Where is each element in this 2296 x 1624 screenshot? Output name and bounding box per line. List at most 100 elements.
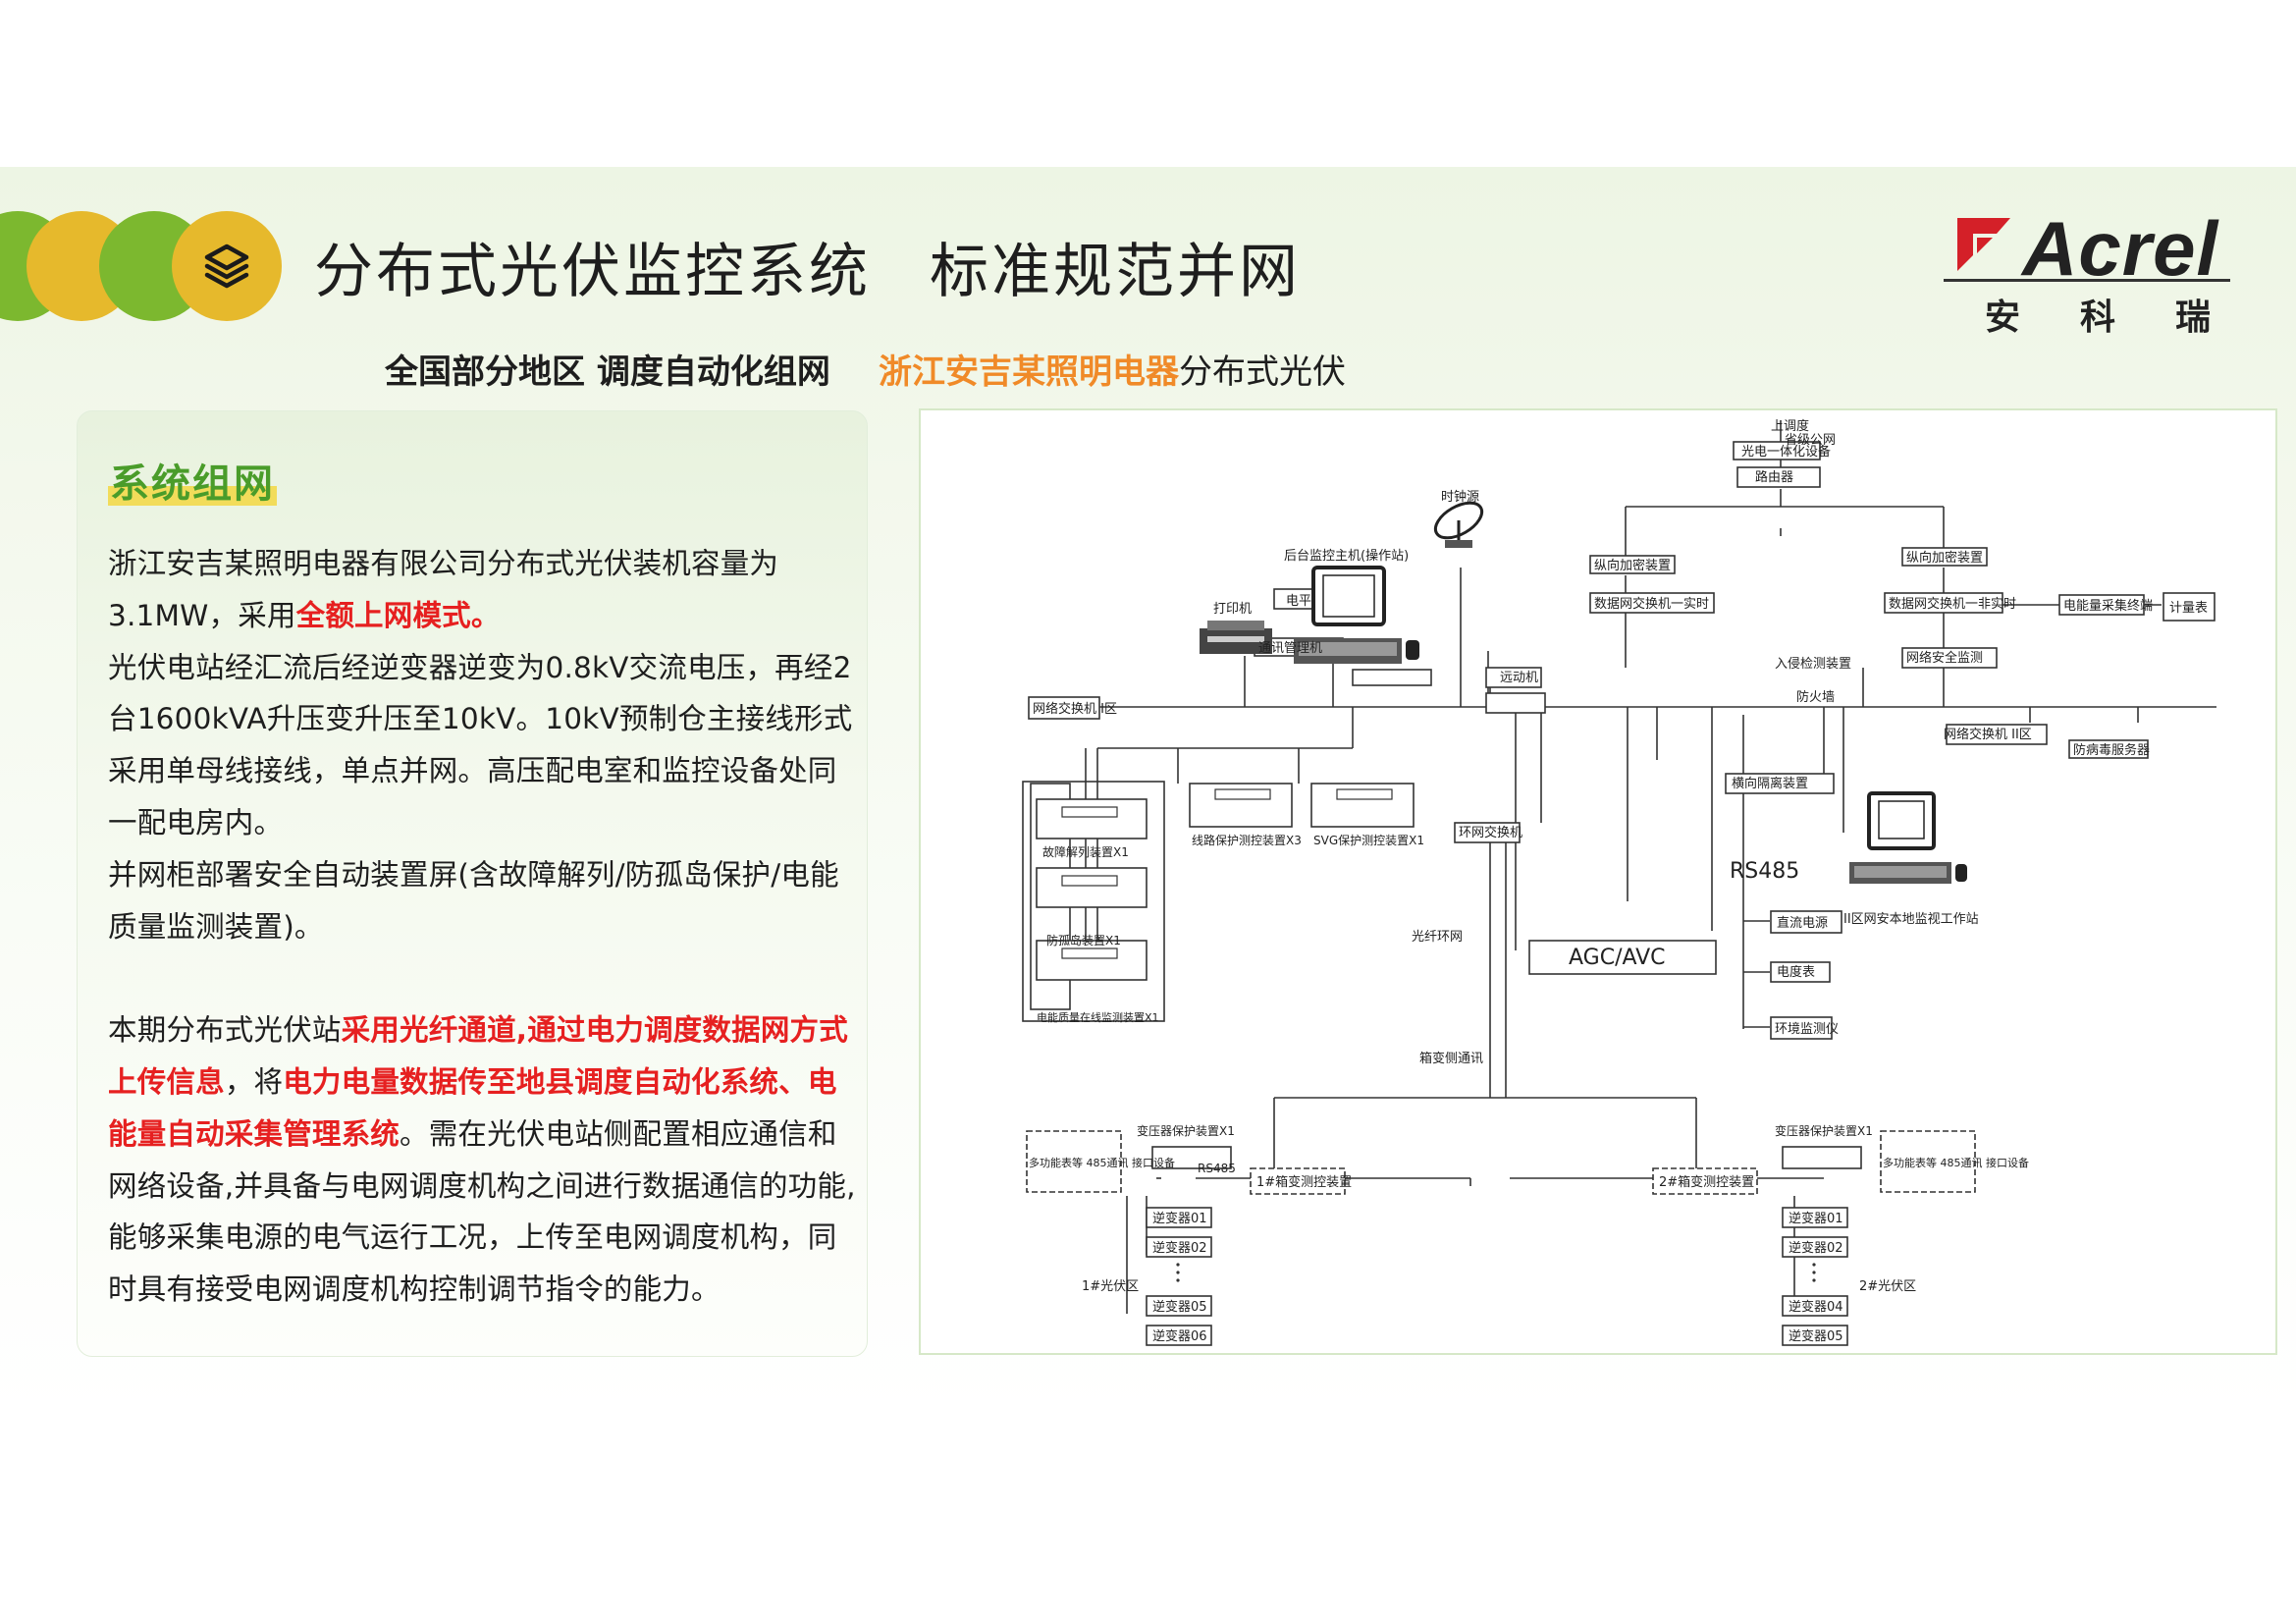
diag-label: 1#光伏区 xyxy=(1082,1279,1139,1294)
body-text-run: 网络设备,并具备与电网调度机构之间进行数据通信的功能, xyxy=(108,1168,856,1203)
body-text-run: 光伏电站经汇流后经逆变器逆变为0.8kV交流电压，再经2 xyxy=(108,650,852,684)
diag-label: 后台监控主机(操作站) xyxy=(1284,548,1409,564)
body-line: 台1600kVA升压变升压至10kV。10kV预制仓主接线形式 xyxy=(108,693,854,745)
diag-label: 环境监测仪 xyxy=(1775,1022,1839,1037)
body-line: 时具有接受电网调度机构控制调节指令的能力。 xyxy=(108,1264,854,1316)
decor-circle-yellow xyxy=(172,211,282,321)
body-emphasis: 全额上网模式。 xyxy=(295,598,501,632)
body-line: 能量自动采集管理系统。需在光伏电站侧配置相应通信和 xyxy=(108,1109,854,1161)
diag-label: 逆变器01 xyxy=(1152,1211,1207,1226)
acrel-logo: Acrel 安 科 瑞 xyxy=(1944,202,2238,340)
diag-label: 变压器保护装置X1 xyxy=(1137,1123,1235,1138)
body-line: 能够采集电源的电气运行工况，上传至电网调度机构，同 xyxy=(108,1212,854,1264)
diag-label: 时钟源 xyxy=(1441,489,1479,505)
network-diagram: 上调度 省级公网 光电一体化设备 路由器 时钟源 后台监控主机(操作站) 打印机… xyxy=(919,408,2277,1355)
diag-label: 逆变器05 xyxy=(1152,1299,1207,1315)
diag-label: 网络交换机 II区 xyxy=(1944,727,2032,742)
diag-label: 防火墙 xyxy=(1796,689,1835,705)
monitor-icon xyxy=(1294,566,1419,664)
diag-label: 省级公网 xyxy=(1785,433,1836,448)
diag-label: 上调度 xyxy=(1771,418,1809,434)
body-line: 并网柜部署安全自动装置屏(含故障解列/防孤岛保护/电能 xyxy=(108,849,854,901)
body-text-run: 。需在光伏电站侧配置相应通信和 xyxy=(400,1116,837,1151)
diag-label: 环网交换机 xyxy=(1459,825,1522,840)
logo-brand: Acrel xyxy=(2022,205,2219,292)
agc-label: AGC/AVC xyxy=(1569,946,1666,970)
diag-label: 逆变器01 xyxy=(1789,1211,1843,1226)
diag-label: 防病毒服务器 xyxy=(2073,742,2150,758)
body-text-run: ，将 xyxy=(224,1064,284,1099)
body-line: 浙江安吉某照明电器有限公司分布式光伏装机容量为 xyxy=(108,538,854,590)
diag-label: 纵向加密装置 xyxy=(1594,558,1671,573)
diag-label: 线路保护测控装置X3 xyxy=(1192,833,1302,847)
workstation-icon xyxy=(1849,791,1967,884)
logo-mark-icon xyxy=(1957,218,2010,271)
diag-label: 网络交换机 I区 xyxy=(1033,701,1117,717)
diag-label: 路由器 xyxy=(1755,469,1793,485)
diag-label: 远动机 xyxy=(1500,671,1538,685)
diag-label: 逆变器02 xyxy=(1152,1240,1207,1256)
page-title-part1: 分布式光伏监控系统 xyxy=(314,237,871,306)
body-text-run: 台1600kVA升压变升压至10kV。10kV预制仓主接线形式 xyxy=(108,702,853,736)
diag-label: SVG保护测控装置X1 xyxy=(1313,834,1424,847)
body-emphasis: 采用光纤通道,通过电力调度数据网方式 xyxy=(341,1013,848,1048)
diag-label: 1#箱变测控装置 xyxy=(1256,1174,1352,1190)
satellite-dish-icon xyxy=(1433,501,1484,548)
printer-icon xyxy=(1200,621,1272,654)
logo-cn-char: 科 xyxy=(2079,298,2115,338)
body-emphasis: 电力电量数据传至地县调度自动化系统、电 xyxy=(283,1064,837,1099)
page-title-part2: 标准规范并网 xyxy=(930,237,1301,306)
subtitle-right: 浙江安吉某照明电器分布式光伏 xyxy=(879,344,1346,393)
diag-label: 电度表 xyxy=(1777,964,1815,980)
diag-label: 横向隔离装置 xyxy=(1732,776,1808,791)
logo-divider xyxy=(1944,279,2230,282)
subtitle-left: 全国部分地区 调度自动化组网 xyxy=(385,352,830,392)
body-text-run: 浙江安吉某照明电器有限公司分布式光伏装机容量为 xyxy=(108,547,779,580)
logo-cn-name: 安 科 瑞 xyxy=(1985,289,2211,340)
body-line: 3.1MW，采用全额上网模式。 xyxy=(108,590,854,642)
body-line: 质量监测装置)。 xyxy=(108,901,854,953)
diag-label: 故障解列装置X1 xyxy=(1042,844,1129,859)
diag-label: 光纤环网 xyxy=(1412,930,1463,945)
logo-cn-char: 安 xyxy=(1985,298,2021,338)
diag-label: 逆变器02 xyxy=(1789,1240,1843,1256)
diag-label: 电平 xyxy=(1286,594,1311,609)
diag-label: 多功能表等 485通讯 接口设备 xyxy=(1883,1156,2029,1169)
body-text-run: 采用单母线接线，单点并网。高压配电室和监控设备处同 xyxy=(108,754,837,788)
diag-label: RS485 xyxy=(1198,1162,1236,1175)
diag-label: 电能质量在线监测装置X1 xyxy=(1037,1010,1159,1024)
diag-label: 通讯管理机 xyxy=(1258,641,1322,656)
body-line: 本期分布式光伏站采用光纤通道,通过电力调度数据网方式 xyxy=(108,1004,854,1056)
body-text-run: 3.1MW，采用 xyxy=(108,598,296,632)
section-heading: 系统组网 xyxy=(108,452,277,511)
diag-label: 直流电源 xyxy=(1777,916,1828,931)
body-line: 采用单母线接线，单点并网。高压配电室和监控设备处同 xyxy=(108,745,854,797)
diagram-canvas: 上调度 省级公网 光电一体化设备 路由器 时钟源 后台监控主机(操作站) 打印机… xyxy=(1022,418,2216,1346)
diag-label: 防孤岛装置X1 xyxy=(1046,933,1121,947)
body-text-run: 一配电房内。 xyxy=(108,805,284,839)
diag-label: 光电一体化设备 xyxy=(1741,444,1831,460)
subtitle-rest: 分布式光伏 xyxy=(1179,352,1346,392)
body-text-run: 时具有接受电网调度机构控制调节指令的能力。 xyxy=(108,1272,721,1307)
diag-label: 多功能表等 485通讯 接口设备 xyxy=(1029,1156,1175,1169)
diag-label: 打印机 xyxy=(1213,602,1252,617)
diag-label: 逆变器06 xyxy=(1152,1328,1207,1344)
body-line: 网络设备,并具备与电网调度机构之间进行数据通信的功能, xyxy=(108,1161,856,1213)
body-emphasis: 能量自动采集管理系统 xyxy=(108,1116,400,1151)
diag-label: 箱变侧通讯 xyxy=(1419,1051,1483,1066)
logo-cn-char: 瑞 xyxy=(2174,298,2211,338)
body-text-run: 质量监测装置)。 xyxy=(108,909,324,944)
body-emphasis: 上传信息 xyxy=(108,1064,225,1099)
diag-label: 计量表 xyxy=(2169,601,2208,616)
diag-label: 2#箱变测控装置 xyxy=(1659,1174,1754,1190)
body-line: 光伏电站经汇流后经逆变器逆变为0.8kV交流电压，再经2 xyxy=(108,642,854,694)
diag-label: 纵向加密装置 xyxy=(1906,550,1983,566)
diag-label: 数据网交换机一实时 xyxy=(1594,596,1709,612)
diag-label: 变压器保护装置X1 xyxy=(1775,1123,1873,1138)
diag-label: 电能量采集终端 xyxy=(2063,598,2153,614)
diag-label: 逆变器04 xyxy=(1789,1299,1843,1315)
diag-label: 网络安全监测 xyxy=(1906,650,1983,666)
diag-label: II区网安本地监视工作站 xyxy=(1843,912,1979,927)
rs485-label: RS485 xyxy=(1730,859,1799,884)
diag-label: 2#光伏区 xyxy=(1859,1279,1916,1294)
